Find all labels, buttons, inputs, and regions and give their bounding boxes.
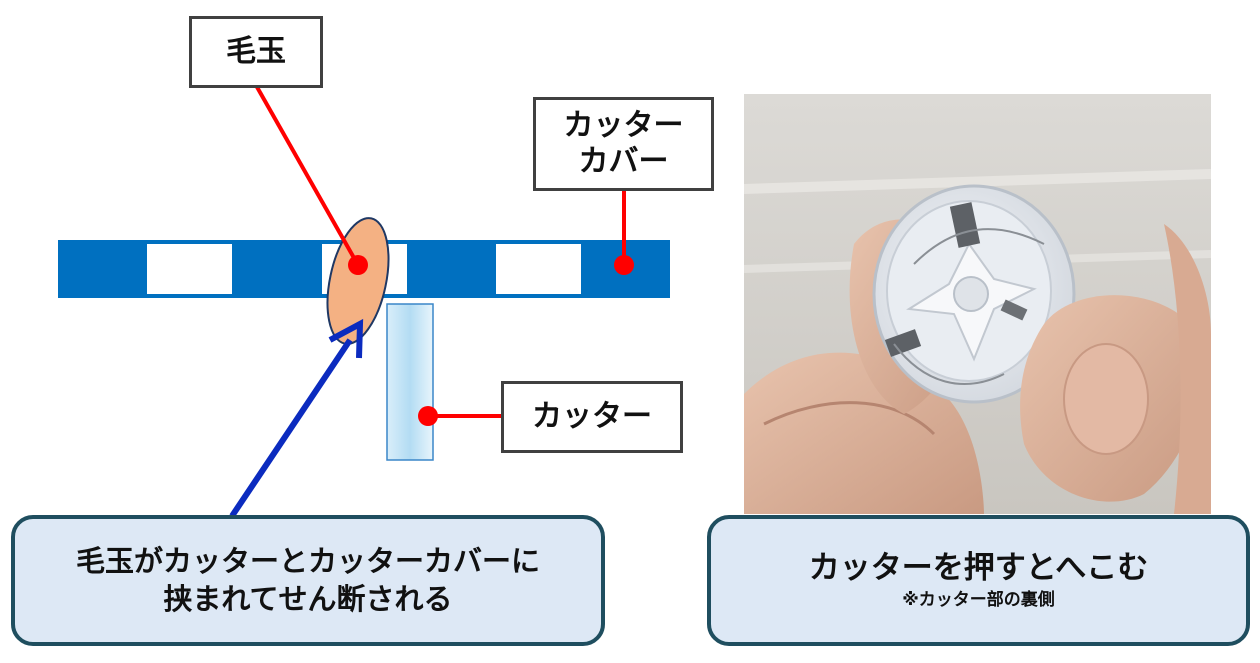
cutter-cover-label-line1: カッター: [563, 108, 684, 143]
cutter-back-photo: [744, 94, 1211, 514]
cutter-cover-label-line2: カバー: [578, 144, 669, 179]
cutter-blade: [386, 303, 434, 461]
pill-label: 毛玉: [226, 34, 286, 69]
cover-slot: [496, 244, 581, 294]
cutter-label-box: カッター: [501, 381, 683, 453]
pill-leader-dot: [348, 255, 368, 275]
cutter-cover-label-box: カッター カバー: [533, 97, 714, 191]
shear-arrow-shaft: [229, 338, 353, 518]
shear-arrowhead: [328, 318, 364, 359]
right-callout-main: カッターを押すとへこむ: [808, 550, 1149, 587]
right-explanation-callout: カッターを押すとへこむ ※カッター部の裏側: [707, 515, 1250, 646]
left-callout-line1: 毛玉がカッターとカッターカバーに: [75, 543, 540, 578]
cutter-leader-dot: [418, 406, 438, 426]
right-callout-note: ※カッター部の裏側: [902, 589, 1055, 610]
cutter-label: カッター: [532, 399, 652, 434]
cover-slot: [147, 244, 232, 294]
left-callout-line2: 挟まれてせん断される: [163, 581, 453, 616]
pill-leader-line: [255, 86, 360, 266]
pill-label-box: 毛玉: [189, 16, 323, 88]
cover-leader-dot: [614, 255, 634, 275]
left-explanation-callout: 毛玉がカッターとカッターカバーに 挟まれてせん断される: [11, 515, 605, 646]
